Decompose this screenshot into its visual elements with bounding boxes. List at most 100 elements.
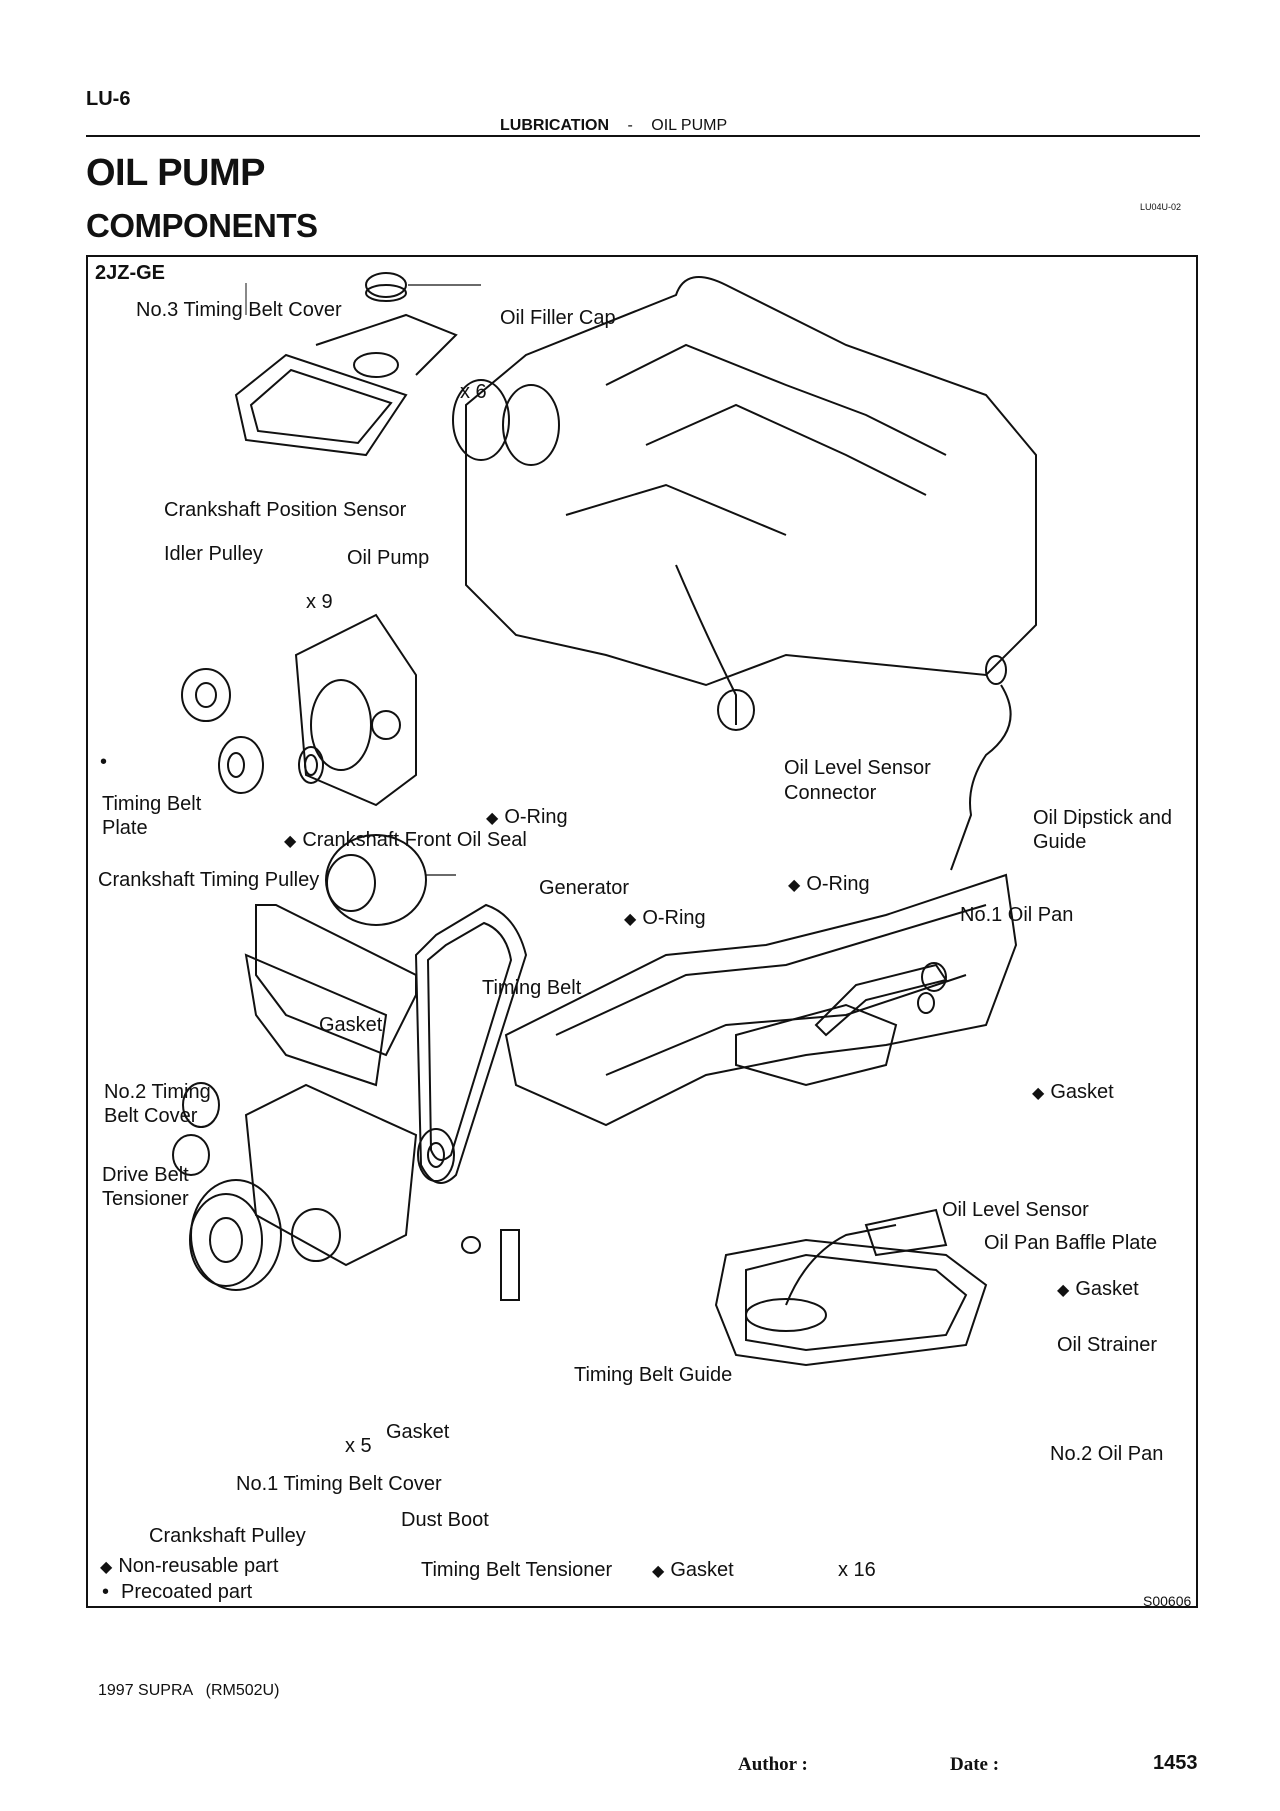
label-no2-oil-pan: No.2 Oil Pan: [1050, 1443, 1164, 1465]
precoated-icon: •: [102, 1581, 110, 1603]
non-reusable-icon: ◆: [1032, 1085, 1045, 1102]
label-gasket-drain-plug: ◆ Gasket: [652, 1558, 734, 1584]
non-reusable-icon: ◆: [624, 911, 637, 928]
label-gasket-no2-cover: Gasket: [319, 1014, 383, 1036]
no1-timing-belt-cover-drawing: [244, 1083, 418, 1267]
label-oil-strainer: Oil Strainer: [1057, 1334, 1158, 1356]
label-no3-timing-belt-cover: No.3 Timing Belt Cover: [136, 299, 342, 321]
label-gasket-oil-strainer: ◆ Gasket: [1057, 1277, 1139, 1303]
page-title: OIL PUMP: [86, 152, 266, 194]
label-o-ring-dipstick: ◆ O-Ring: [788, 872, 870, 898]
non-reusable-icon: ◆: [652, 1563, 665, 1580]
idler-pulley-drawing: [181, 668, 231, 722]
crankshaft-timing-pulley-drawing: [218, 736, 264, 794]
legend-precoated: • Precoated part: [102, 1580, 252, 1605]
label-timing-belt: Timing Belt: [482, 977, 582, 999]
label-no1-timing-belt-cover: No.1 Timing Belt Cover: [236, 1473, 442, 1495]
label-oil-dipstick-line1: Oil Dipstick and: [1033, 807, 1172, 829]
oil-dipstick-drawing: [950, 655, 1012, 871]
label-text: Gasket: [1050, 1081, 1114, 1103]
engine-block-drawing: [452, 276, 1037, 731]
label-oil-filler-cap: Oil Filler Cap: [500, 307, 616, 329]
label-crankshaft-position-sensor: Crankshaft Position Sensor: [164, 499, 407, 521]
subsection-name: OIL PUMP: [651, 117, 728, 134]
non-reusable-icon: ◆: [284, 833, 297, 850]
section-name: LUBRICATION: [500, 117, 610, 134]
non-reusable-icon: ◆: [486, 810, 499, 827]
label-timing-belt-plate-line1: Timing Belt: [102, 793, 202, 815]
exploded-view-diagram: [172, 272, 1037, 1367]
separator: -: [627, 117, 633, 134]
engine-code: 2JZ-GE: [95, 262, 166, 284]
label-timing-belt-guide: Timing Belt Guide: [574, 1364, 733, 1386]
label-no2-timing-belt-cover-line2: Belt Cover: [104, 1105, 198, 1127]
label-dust-boot: Dust Boot: [401, 1509, 489, 1531]
label-qty-x6: x 6: [460, 381, 487, 403]
oil-pump-drawing: [294, 613, 417, 807]
label-oil-level-sensor-connector-line1: Oil Level Sensor: [784, 757, 931, 779]
oil-filler-cap-drawing: [365, 272, 481, 302]
generator-drawing: [325, 834, 456, 926]
label-qty-x9: x 9: [306, 591, 333, 613]
non-reusable-icon: ◆: [100, 1559, 113, 1576]
oil-level-sensor-drawing: [814, 962, 948, 1037]
label-text: O-Ring: [806, 873, 870, 895]
drive-belt-tensioner-drawing: [172, 1082, 220, 1176]
label-qty-x5: x 5: [345, 1435, 372, 1457]
label-text: O-Ring: [642, 907, 706, 929]
oil-strainer-drawing: [745, 1208, 948, 1332]
footer-author-label: Author :: [738, 1754, 808, 1775]
label-text: O-Ring: [504, 806, 568, 828]
document-id: LU04U-02: [1140, 202, 1182, 212]
label-text: Crankshaft Front Oil Seal: [302, 829, 527, 851]
running-head: LUBRICATION - OIL PUMP: [500, 117, 727, 135]
label-o-ring-oil-pan: ◆ O-Ring: [624, 906, 706, 932]
timing-belt-tensioner-drawing: [461, 1229, 520, 1301]
crankshaft-front-oil-seal-drawing: [298, 746, 324, 784]
label-crankshaft-front-oil-seal: ◆ Crankshaft Front Oil Seal: [284, 828, 527, 854]
label-crankshaft-pulley: Crankshaft Pulley: [149, 1525, 306, 1547]
label-timing-belt-plate-line2: Plate: [102, 817, 148, 839]
label-qty-x16: x 16: [838, 1559, 876, 1581]
label-crankshaft-timing-pulley: Crankshaft Timing Pulley: [98, 869, 320, 891]
label-gasket-dust-boot: Gasket: [386, 1421, 450, 1443]
timing-belt-drawing: [414, 903, 528, 1184]
no1-oil-pan-drawing: [504, 873, 1018, 1127]
non-reusable-icon: ◆: [1057, 1282, 1070, 1299]
label-no1-oil-pan: No.1 Oil Pan: [960, 904, 1074, 926]
label-drive-belt-tensioner-line1: Drive Belt: [102, 1164, 189, 1186]
label-idler-pulley: Idler Pulley: [164, 543, 263, 565]
legend-text: Non-reusable part: [118, 1555, 279, 1577]
footer-date-label: Date :: [950, 1754, 1000, 1775]
label-text: Gasket: [670, 1559, 734, 1581]
timing-belt-guide-drawing: [417, 1128, 455, 1182]
label-oil-level-sensor: Oil Level Sensor: [942, 1199, 1089, 1221]
no3-timing-belt-cover-drawing: [234, 313, 458, 457]
page-code: LU-6: [86, 88, 131, 110]
page-number: 1453: [1153, 1752, 1198, 1774]
label-o-ring-oil-pump: ◆ O-Ring: [486, 805, 568, 831]
non-reusable-icon: ◆: [788, 877, 801, 894]
no2-oil-pan-drawing: [714, 1238, 988, 1367]
label-oil-pan-baffle-plate: Oil Pan Baffle Plate: [984, 1232, 1158, 1254]
label-oil-pump: Oil Pump: [347, 547, 430, 569]
label-text: Gasket: [1075, 1278, 1139, 1300]
oil-pan-baffle-plate-drawing: [735, 1003, 898, 1087]
label-timing-belt-tensioner: Timing Belt Tensioner: [421, 1559, 613, 1581]
label-gasket-oil-level-sensor: ◆ Gasket: [1032, 1080, 1114, 1106]
label-generator: Generator: [539, 877, 630, 899]
header-rule: [86, 135, 1200, 137]
diagram-frame: [86, 255, 1198, 1608]
legend-non-reusable: ◆ Non-reusable part: [100, 1554, 278, 1580]
footer-model: 1997 SUPRA (RM502U): [98, 1682, 280, 1699]
label-no2-timing-belt-cover-line1: No.2 Timing: [104, 1081, 211, 1103]
precoated-marker: •: [100, 751, 108, 773]
page-subtitle: COMPONENTS: [86, 207, 318, 244]
legend-text: Precoated part: [121, 1581, 253, 1603]
label-drive-belt-tensioner-line2: Tensioner: [102, 1188, 189, 1210]
no2-timing-belt-cover-drawing: [244, 904, 417, 1087]
label-oil-dipstick-line2: Guide: [1033, 831, 1087, 853]
label-oil-level-sensor-connector-line2: Connector: [784, 782, 877, 804]
figure-id: S00606: [1143, 1593, 1192, 1609]
crankshaft-pulley-drawing: [189, 1179, 282, 1291]
